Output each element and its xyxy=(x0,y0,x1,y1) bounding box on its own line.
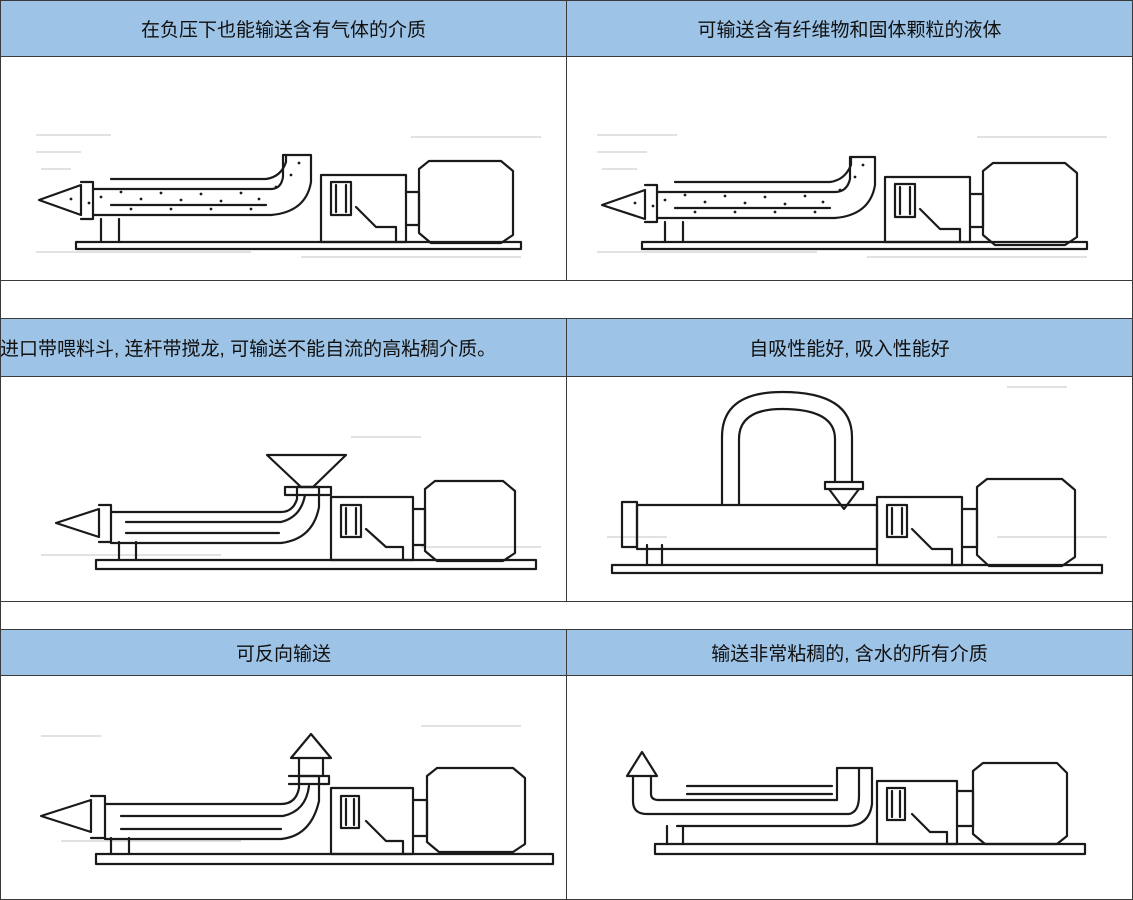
pump-diagram-fiber-solids xyxy=(567,57,1132,280)
particle-dots xyxy=(633,163,865,214)
row3-left-caption: 可反向输送 xyxy=(235,644,331,665)
grid-line xyxy=(0,0,1,900)
row1-left-caption: 在负压下也能输送含有气体的介质 xyxy=(140,20,426,41)
grid-line xyxy=(0,601,1133,602)
pump-diagram-gas-medium xyxy=(1,57,566,280)
row1-right-header: 可输送含有纤维物和固体颗粒的液体 xyxy=(567,1,1132,56)
grid-line xyxy=(566,629,567,900)
row1-right-caption: 可输送含有纤维物和固体颗粒的液体 xyxy=(697,20,1002,41)
pump-diagram-viscous xyxy=(567,676,1132,899)
row2-wide-caption: 进口带喂料斗, 连杆带搅龙, 可输送不能自流的高粘稠介质。 xyxy=(0,339,497,360)
pump-diagram-self-priming xyxy=(567,377,1132,601)
row3-right-caption: 输送非常粘稠的, 含水的所有介质 xyxy=(711,644,988,665)
row1-left-header: 在负压下也能输送含有气体的介质 xyxy=(1,1,566,56)
grid-line xyxy=(566,0,567,280)
pump-diagram-hopper xyxy=(1,377,566,601)
row2-right-header: 自吸性能好, 吸入性能好 xyxy=(567,319,1132,376)
row2-right-caption: 自吸性能好, 吸入性能好 xyxy=(749,339,950,360)
pump-diagram-reverse xyxy=(1,676,566,899)
row2-left-header: 进口带喂料斗, 连杆带搅龙, 可输送不能自流的高粘稠介质。 xyxy=(0,319,566,376)
row3-left-header: 可反向输送 xyxy=(1,630,566,675)
particle-dots xyxy=(69,161,301,211)
grid-line xyxy=(566,318,567,601)
row3-right-header: 输送非常粘稠的, 含水的所有介质 xyxy=(567,630,1132,675)
grid-line xyxy=(0,280,1133,281)
